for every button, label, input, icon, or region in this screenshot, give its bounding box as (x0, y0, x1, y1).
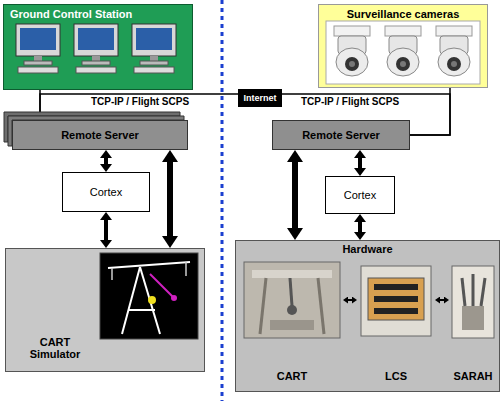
connector (292, 160, 298, 230)
camera-icon-part (336, 48, 368, 76)
simulator-picture-part (171, 295, 177, 301)
computer-icon-part (18, 67, 58, 73)
sarah-photo-part (452, 266, 494, 338)
process-box: Cortex (325, 176, 395, 214)
node-label: Cortex (344, 189, 376, 202)
camera-icon-part (345, 57, 359, 71)
camera-icon-part (349, 61, 355, 67)
computer-icon-part (82, 61, 110, 65)
connector (104, 218, 108, 242)
process-box: Cortex (62, 172, 150, 212)
node-label: Ground Control Station (10, 8, 132, 21)
computer-icon-part (34, 56, 42, 61)
cart-photo-part (244, 262, 340, 338)
connector (358, 220, 362, 234)
camera-icon-part (451, 61, 457, 67)
simulator-picture-part (140, 267, 160, 334)
simulator-picture-part (150, 274, 174, 298)
camera-icon-part (396, 57, 410, 71)
camera-icon-part (447, 57, 461, 71)
connector (167, 160, 173, 238)
connector (282, 94, 450, 135)
node-label: Hardware (342, 243, 392, 256)
protocol-label: TCP-IP / Flight SCPS (299, 96, 401, 108)
simulator-picture-part (185, 262, 187, 276)
simulator-picture-part (128, 309, 155, 311)
computer-icon-part (150, 56, 158, 61)
cart-photo-part (287, 305, 297, 315)
connector (410, 88, 450, 135)
sarah-photo-part (481, 278, 485, 306)
computer-icon-part (78, 28, 114, 50)
lcs-photo (361, 266, 431, 336)
node-label: Cortex (90, 186, 122, 199)
sarah-photo-part (462, 306, 484, 330)
camera-icon-part (385, 26, 421, 36)
cart-photo (244, 262, 340, 338)
connector (104, 156, 108, 166)
computer-icon-part (76, 67, 116, 73)
lcs-photo-part (361, 266, 431, 336)
camera-icon-part (326, 21, 480, 84)
sarah-photo (452, 266, 494, 338)
node-label: CART Simulator (24, 336, 86, 361)
cart-photo-part (270, 320, 314, 330)
connector (346, 299, 354, 301)
camera-icon-part (334, 26, 370, 36)
server-box: Remote Server (12, 120, 188, 150)
protocol-label: TCP-IP / Flight SCPS (89, 96, 191, 108)
simulator-picture-part (111, 268, 113, 280)
network-box: Internet (238, 89, 282, 107)
lcs-photo-part (374, 284, 418, 290)
camera-icon-part (438, 48, 470, 76)
node-label: SARAH (453, 370, 492, 383)
camera-icon (326, 21, 480, 84)
connector (438, 299, 446, 301)
cart-photo-part (290, 278, 292, 306)
computer-icon-part (24, 61, 52, 65)
sarah-photo-part (462, 278, 465, 306)
node-label: Internet (243, 93, 276, 103)
node-label: LCS (385, 370, 407, 383)
lcs-photo-part (374, 296, 418, 302)
simulator-picture-part (122, 267, 140, 334)
node-label: CART (277, 370, 308, 383)
computer-icon (16, 24, 176, 73)
server-box: Remote Server (272, 120, 410, 150)
lcs-photo-part (374, 308, 418, 314)
computer-icon-part (134, 67, 174, 73)
camera-icon-part (387, 48, 419, 76)
computer-icon-part (74, 24, 118, 56)
simulator-picture (100, 253, 198, 339)
computer-icon-part (16, 24, 60, 56)
computer-icon-part (140, 61, 168, 65)
node-label: Remote Server (302, 129, 380, 142)
computer-icon-part (92, 56, 100, 61)
cart-photo-part (260, 278, 266, 334)
connector (358, 156, 362, 170)
simulator-picture-part (148, 296, 156, 304)
site-divider (221, 0, 224, 401)
computer-icon-part (132, 24, 176, 56)
server-stack (4, 112, 184, 146)
server-stack-part (8, 116, 184, 146)
cart-photo-part (318, 278, 324, 334)
camera-icon-part (436, 26, 472, 36)
node-label: Remote Server (61, 129, 139, 142)
lcs-photo-part (368, 278, 424, 320)
simulator-picture-part (108, 262, 190, 268)
cart-photo-part (252, 270, 332, 278)
simulator-picture-part (100, 253, 198, 339)
sarah-photo-part (472, 274, 475, 306)
computer-icon-part (20, 28, 56, 50)
computer-icon-part (136, 28, 172, 50)
node-label: Surveillance cameras (347, 8, 460, 21)
camera-icon-part (400, 61, 406, 67)
